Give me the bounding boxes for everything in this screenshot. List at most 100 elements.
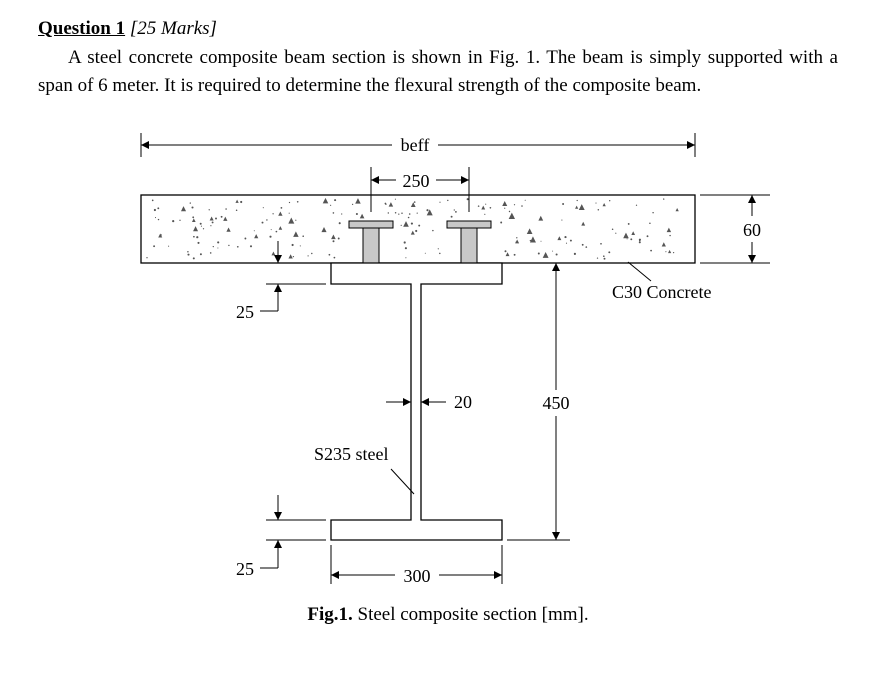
aggregate-dot [235,209,238,211]
aggregate-stone [410,230,415,235]
aggregate-dot [225,208,227,210]
aggregate-dot [199,253,202,256]
aggregate-dot [504,250,507,253]
aggregate-dot [288,201,291,204]
aggregate-stone [278,211,283,216]
aggregate-stone [288,254,293,259]
figure-caption-number: Fig.1. [307,604,353,625]
aggregate-dot [291,243,294,247]
aggregate-stone [388,202,394,207]
aggregate-dot [215,217,217,220]
aggregate-dot [615,232,617,234]
aggregate-dot [272,213,274,215]
aggregate-stone [623,232,629,239]
aggregate-stone [191,218,196,222]
aggregate-dot [217,241,220,244]
aggregate-stone [526,228,533,235]
aggregate-dot [401,212,403,214]
web-thickness-label: 20 [454,392,472,412]
concrete-aggregate [146,197,679,260]
aggregate-dot [385,203,387,205]
aggregate-dot [157,207,160,210]
aggregate-dot [172,220,175,223]
aggregate-stone [158,233,163,238]
question-paragraph: A steel concrete composite beam section … [38,47,838,96]
aggregate-dot [394,212,397,214]
question-marks: [25 Marks] [129,18,217,39]
aggregate-dot [387,212,389,214]
aggregate-stone [226,227,231,232]
aggregate-stone [631,231,636,235]
aggregate-stone [602,203,606,207]
aggregate-dot [649,222,651,224]
aggregate-dot [307,255,309,257]
aggregate-dot [500,221,503,224]
slab-depth-label: 60 [743,220,761,240]
aggregate-stone [557,236,562,241]
aggregate-dot [416,212,418,214]
aggregate-dot [146,257,148,259]
aggregate-dot [466,198,469,201]
aggregate-dot [513,253,516,256]
aggregate-dot [302,235,304,237]
slab-depth-dimension [700,194,770,264]
aggregate-dot [154,217,157,219]
aggregate-dot [426,209,429,212]
aggregate-dot [437,248,439,250]
section-depth-label: 450 [543,393,570,413]
aggregate-stone [508,212,516,220]
aggregate-dot [266,219,268,221]
aggregate-dot [477,205,480,207]
aggregate-dot [603,255,605,257]
aggregate-dot [296,201,299,203]
aggregate-dot [351,203,354,206]
aggregate-dot [244,237,247,240]
aggregate-stone [529,236,536,243]
aggregate-stone [193,226,199,232]
aggregate-dot [626,238,628,240]
aggregate-dot [608,251,611,254]
aggregate-dot [609,200,611,202]
aggregate-stone [331,234,336,240]
aggregate-stone [538,215,544,221]
question-label: Question 1 [38,18,126,39]
aggregate-dot [400,224,402,226]
aggregate-stone [223,216,228,221]
aggregate-dot [569,239,572,242]
aggregate-dot [410,222,413,225]
aggregate-dot [672,251,675,254]
aggregate-dot [196,236,199,239]
aggregate-dot [210,225,212,227]
aggregate-dot [524,199,526,201]
aggregate-dot [512,216,514,218]
shear-stud-right [446,220,492,264]
aggregate-dot [270,229,272,231]
top-flange-thickness-label: 25 [236,302,254,322]
aggregate-dot [153,208,156,212]
aggregate-dot [513,204,516,206]
aggregate-dot [157,218,160,221]
aggregate-dot [341,213,343,215]
aggregate-dot [202,228,205,230]
aggregate-dot [504,207,506,209]
aggregate-dot [217,247,219,249]
bottom-flange-thickness-dimension [260,495,326,569]
aggregate-dot [398,213,400,215]
aggregate-dot [199,222,202,225]
aggregate-dot [439,252,441,255]
aggregate-stone [288,217,295,224]
aggregate-dot [292,255,295,258]
aggregate-dot [407,216,410,219]
aggregate-dot [453,209,455,211]
aggregate-dot [151,199,154,202]
aggregate-dot [603,257,606,260]
aggregate-stone [578,204,585,211]
aggregate-dot [355,212,358,216]
aggregate-dot [275,254,278,257]
steel-leader [390,468,415,495]
aggregate-stone [661,242,666,247]
beff-dimension [140,133,696,157]
aggregate-stone [293,231,299,237]
aggregate-dot [197,241,200,244]
aggregate-dot [646,235,649,238]
